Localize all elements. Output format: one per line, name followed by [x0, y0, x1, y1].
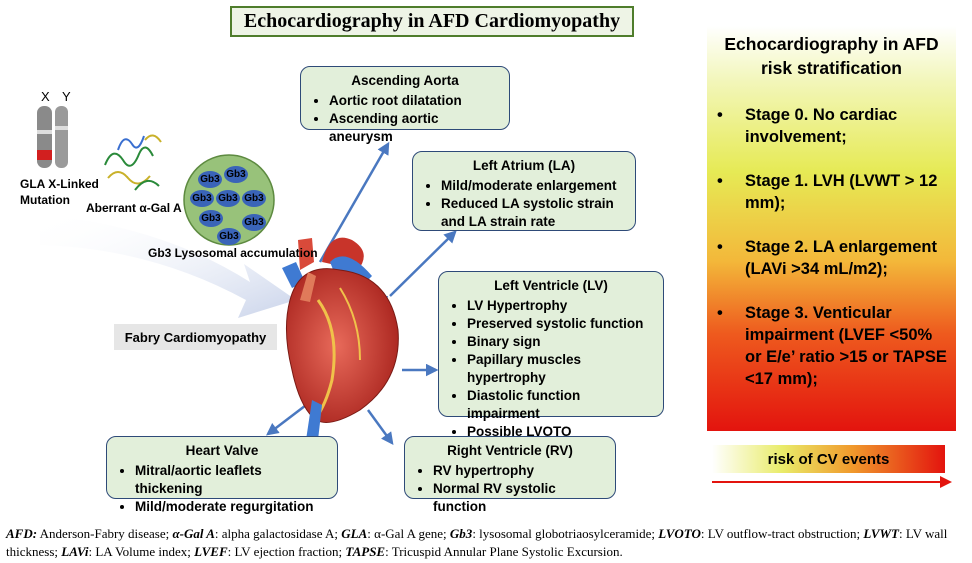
arrow-to-rv [366, 409, 394, 446]
risk-panel-title: Echocardiography in AFD risk stratificat… [724, 34, 939, 78]
cv-risk-arrowhead [940, 476, 952, 488]
gla-mutation-label: GLA X-Linked Mutation [20, 177, 99, 207]
abbr-definition: : LA Volume index; [88, 544, 195, 559]
gb3-molecule: Gb3 [198, 171, 222, 188]
risk-stage-text: Stage 2. LA enlargement (LAVi >34 mL/m2)… [745, 238, 937, 278]
chromosome-x-label: X [41, 89, 50, 104]
abbr-term: GLA [341, 526, 368, 541]
list-item: Mild/moderate regurgitation [135, 498, 327, 516]
bullet-icon: • [717, 304, 723, 322]
list-item: Aortic root dilatation [329, 92, 499, 110]
abbr-definition: : alpha galactosidase A; [214, 526, 342, 541]
abbr-definition: : lysosomal globotriaosylceramide; [472, 526, 659, 541]
heart-icon [282, 237, 399, 440]
risk-stratification-panel: Echocardiography in AFD risk stratificat… [707, 26, 956, 431]
progression-arrow [40, 215, 296, 318]
risk-stage-list: • Stage 0. No cardiac involvement; • Stage… [715, 104, 951, 412]
list-item: Diastolic function impairment [467, 387, 653, 423]
bullet-icon: • [717, 106, 723, 124]
abbr-term: LVOTO [658, 526, 701, 541]
list-item: Ascending aortic aneurysm [329, 110, 499, 146]
risk-stage-text: Stage 0. No cardiac involvement; [745, 106, 898, 146]
box-title: Left Ventricle (LV) [494, 278, 608, 293]
gb3-molecule: Gb3 [242, 190, 266, 207]
list-item: Papillary muscles hypertrophy [467, 351, 653, 387]
list-item: Normal RV systolic function [433, 480, 605, 516]
box-title: Heart Valve [185, 443, 259, 458]
diagram-title: Echocardiography in AFD Cardiomyopathy [230, 6, 634, 37]
list-item: RV hypertrophy [433, 462, 605, 480]
risk-stage-text: Stage 3. Venticular impairment (LVEF <50… [745, 304, 947, 388]
cv-risk-label: risk of CV events [767, 450, 890, 468]
gb3-molecule: Gb3 [190, 190, 214, 207]
risk-stage-item: • Stage 3. Venticular impairment (LVEF <5… [715, 302, 951, 390]
bullet-icon: • [717, 238, 723, 256]
gb3-molecule: Gb3 [199, 210, 223, 227]
gb3-molecule: Gb3 [224, 166, 248, 183]
risk-stage-item: • Stage 0. No cardiac involvement; [715, 104, 951, 148]
list-item: Mild/moderate enlargement [441, 177, 625, 195]
enzyme-label: Aberrant α-Gal A [86, 201, 182, 215]
box-right-ventricle: Right Ventricle (RV) RV hypertrophy Norm… [404, 436, 616, 514]
abbr-definition: : LV wall thickness; [6, 526, 948, 559]
bullet-icon: • [717, 172, 723, 190]
arrow-to-la [389, 230, 457, 297]
box-title: Left Atrium (LA) [472, 158, 576, 173]
list-item: Reduced LA systolic strain and LA strain… [441, 195, 625, 231]
chromosome-y-label: Y [62, 89, 71, 104]
list-item: Preserved systolic function [467, 315, 653, 333]
abbreviations-footnote: AFD: Anderson-Fabry disease; α-Gal A: al… [6, 525, 966, 561]
box-title: Ascending Aorta [351, 73, 459, 88]
box-heart-valve: Heart Valve Mitral/aortic leaflets thick… [106, 436, 338, 514]
list-item: Mitral/aortic leaflets thickening [135, 462, 327, 498]
list-item: Binary sign [467, 333, 653, 351]
gb3-molecule: Gb3 [242, 214, 266, 231]
box-title: Right Ventricle (RV) [447, 443, 573, 458]
abbr-term: α-Gal A [172, 526, 215, 541]
abbr-term: LVWT [863, 526, 899, 541]
gb3-molecule: Gb3 [216, 190, 240, 207]
box-ascending-aorta: Ascending Aorta Aortic root dilatation A… [300, 66, 510, 144]
list-item: LV Hypertrophy [467, 297, 653, 315]
box-left-atrium: Left Atrium (LA) Mild/moderate enlargeme… [412, 151, 636, 231]
abbr-definition: : LV ejection fraction; [227, 544, 346, 559]
risk-stage-text: Stage 1. LVH (LVWT > 12 mm); [745, 172, 938, 212]
abbr-term: TAPSE [345, 544, 386, 559]
cv-risk-bar: risk of CV events [712, 445, 945, 473]
protein-structure-icon [104, 134, 162, 191]
risk-stage-item: • Stage 2. LA enlargement (LAVi >34 mL/m2… [715, 236, 951, 280]
risk-stage-item: • Stage 1. LVH (LVWT > 12 mm); [715, 170, 951, 214]
abbr-definition: : α-Gal A gene; [367, 526, 450, 541]
abbr-definition: : Tricuspid Annular Plane Systolic Excur… [385, 544, 623, 559]
list-item: Possible LVOTO [467, 423, 653, 441]
gb3-molecule: Gb3 [217, 228, 241, 245]
abbr-definition: : LV outflow-tract obstruction; [700, 526, 864, 541]
abbr-term: Gb3 [449, 526, 473, 541]
chromosome-x-icon [37, 106, 52, 168]
abbr-term: LAVi [61, 544, 89, 559]
chromosome-y-icon [55, 106, 68, 168]
box-left-ventricle: Left Ventricle (LV) LV Hypertrophy Prese… [438, 271, 664, 439]
arrow-to-aorta [318, 141, 390, 263]
abbr-definition: Anderson-Fabry disease; [37, 526, 173, 541]
gb3-accumulation-label: Gb3 Lysosomal accumulation [148, 246, 318, 260]
abbr-term: AFD: [6, 526, 38, 541]
fabry-cardiomyopathy-label: Fabry Cardiomyopathy [114, 324, 277, 350]
abbr-term: LVEF [194, 544, 228, 559]
